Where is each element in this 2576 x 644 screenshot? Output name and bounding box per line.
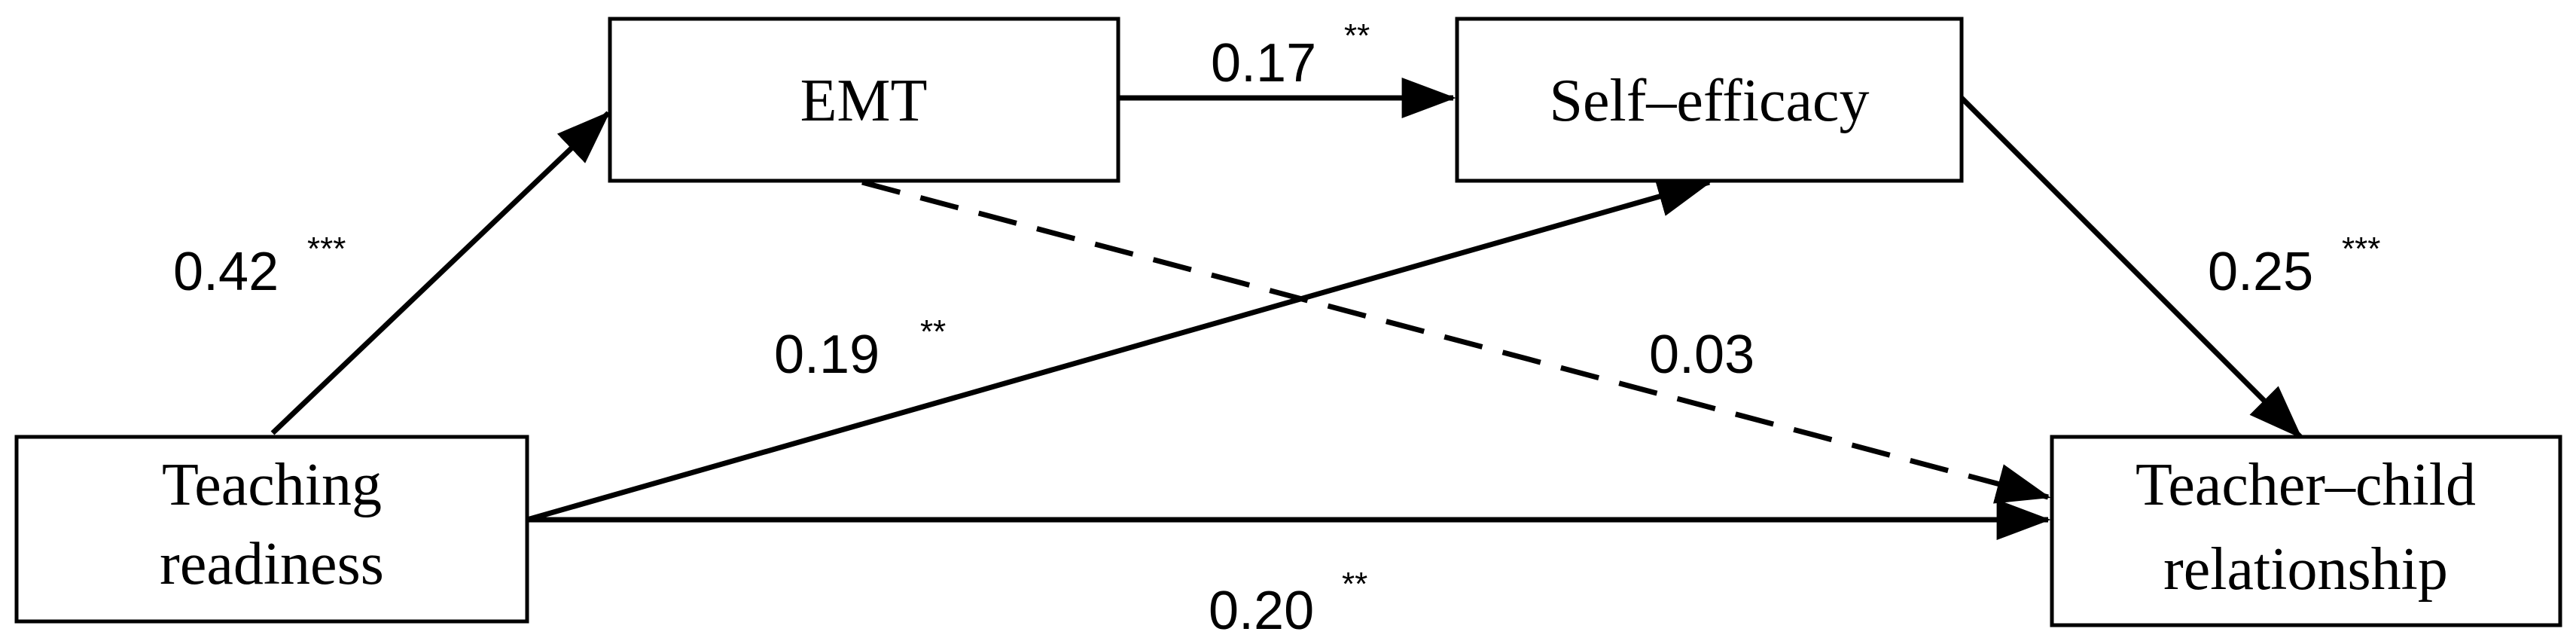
node-emt-label: EMT [800,68,928,134]
node-teaching-readiness: Teaching readiness [14,435,529,624]
node-teacher-child-relationship: Teacher–child relationship [2050,435,2562,627]
sig-readiness-to-relationship: ** [1342,566,1367,603]
path-emt-to-relationship [861,179,2051,504]
label-efficacy-to-relationship: 0.25 *** [2208,230,2380,302]
node-teacher-child-line1: Teacher–child [2135,452,2476,518]
sig-efficacy-to-relationship: *** [2342,230,2380,267]
coef-emt-to-relationship: 0.03 [1649,325,1754,385]
path-efficacy-to-relationship [1959,96,2303,439]
node-emt: EMT [608,17,1120,183]
sig-emt-to-efficacy: ** [1344,17,1370,54]
coef-efficacy-to-relationship: 0.25 [2208,242,2313,302]
sig-readiness-to-emt: *** [307,230,346,267]
label-emt-to-efficacy: 0.17 ** [1211,17,1370,93]
path-readiness-to-emt [270,111,611,435]
label-readiness-to-efficacy: 0.19 ** [774,313,946,385]
node-self-efficacy: Self–efficacy [1455,17,1964,183]
coef-readiness-to-efficacy: 0.19 [774,325,879,385]
label-readiness-to-relationship: 0.20 ** [1209,566,1367,641]
node-teaching-readiness-line2: readiness [160,531,384,597]
coef-emt-to-efficacy: 0.17 [1211,33,1316,93]
path-readiness-to-efficacy [526,176,1712,523]
node-self-efficacy-label: Self–efficacy [1550,68,1870,134]
coef-readiness-to-relationship: 0.20 [1209,581,1314,641]
node-teacher-child-line2: relationship [2163,536,2448,603]
label-readiness-to-emt: 0.42 *** [173,230,346,302]
label-emt-to-relationship: 0.03 [1649,325,1754,385]
node-teaching-readiness-line1: Teaching [162,452,382,518]
coef-readiness-to-emt: 0.42 [173,242,279,302]
sig-readiness-to-efficacy: ** [920,313,946,350]
